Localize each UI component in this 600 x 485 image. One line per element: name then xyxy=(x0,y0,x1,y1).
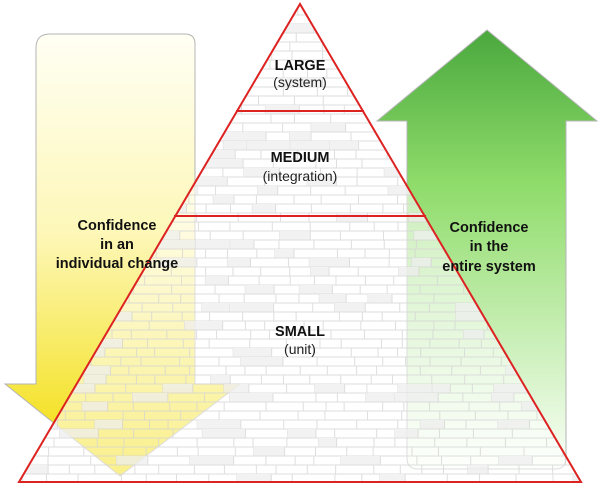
tier-large-title: LARGE xyxy=(275,58,326,74)
right-arrow-line-1: Confidence xyxy=(450,220,529,236)
right-arrow-line-3: entire system xyxy=(442,259,536,275)
tier-small-title: SMALL xyxy=(275,324,325,340)
right-arrow-line-2: in the xyxy=(470,239,509,255)
pyramid-outline xyxy=(17,2,583,483)
left-arrow-line-1: Confidence xyxy=(78,218,157,234)
tier-medium-subtitle: (integration) xyxy=(263,168,338,184)
tier-large-subtitle: (system) xyxy=(273,74,327,90)
tier-medium-title: MEDIUM xyxy=(271,150,330,166)
pyramid-fill xyxy=(19,4,581,482)
left-arrow-line-3: individual change xyxy=(56,256,178,272)
tier-small-subtitle: (unit) xyxy=(284,341,316,357)
left-arrow-line-2: in an xyxy=(100,237,134,253)
